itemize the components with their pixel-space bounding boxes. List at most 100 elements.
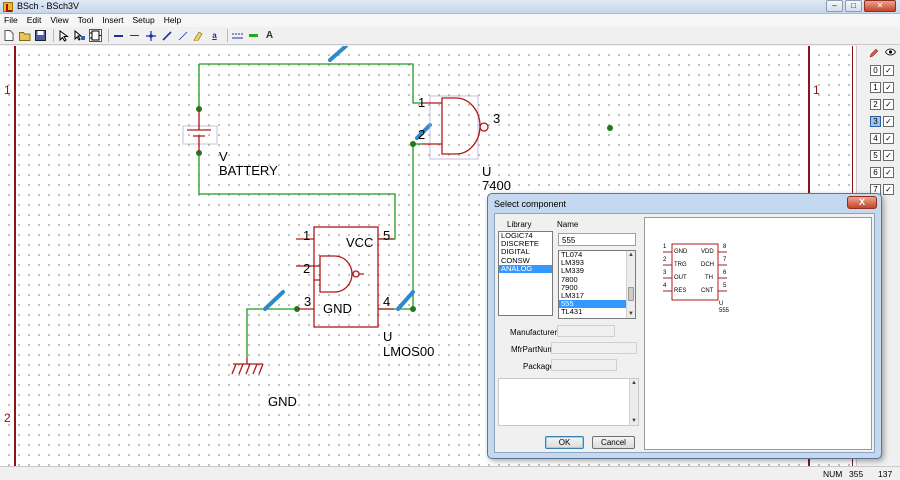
library-item[interactable]: CONSW bbox=[501, 255, 530, 265]
maximize-button[interactable]: □ bbox=[845, 0, 862, 12]
ok-button[interactable]: OK bbox=[545, 436, 584, 449]
preview-pin-name: VDD bbox=[701, 249, 714, 255]
library-item[interactable]: DISCRETE bbox=[501, 239, 539, 249]
layer-select-button[interactable]: 5 bbox=[870, 150, 881, 161]
vcc-pin-label: VCC bbox=[346, 235, 374, 250]
layer-row-3[interactable]: 3 ✓ bbox=[870, 116, 894, 128]
library-item-selected[interactable]: ANALOG bbox=[499, 264, 552, 274]
component-item[interactable]: LM339 bbox=[561, 266, 584, 276]
layer-row-0[interactable]: 0 ✓ bbox=[870, 65, 894, 77]
component-item[interactable]: LM393 bbox=[561, 258, 584, 268]
component-list-scrollbar[interactable]: ▲ ▼ bbox=[626, 251, 635, 318]
status-cursor-x: 355 bbox=[849, 469, 864, 479]
mfrpartnum-field bbox=[551, 342, 637, 354]
minimize-button[interactable]: – bbox=[826, 0, 843, 12]
menu-tool[interactable]: Tool bbox=[77, 15, 94, 25]
preview-name: 555 bbox=[719, 308, 730, 314]
component-item[interactable]: LM317 bbox=[561, 291, 584, 301]
layer-visible-checkbox[interactable]: ✓ bbox=[883, 184, 894, 195]
layer-visible-checkbox[interactable]: ✓ bbox=[883, 116, 894, 127]
scroll-up-icon[interactable]: ▲ bbox=[628, 252, 634, 258]
menu-file[interactable]: File bbox=[4, 15, 18, 25]
select-arrow-icon[interactable] bbox=[57, 29, 70, 42]
close-window-button[interactable]: ✕ bbox=[864, 0, 896, 12]
library-item[interactable]: DIGITAL bbox=[501, 247, 530, 257]
scroll-thumb[interactable] bbox=[628, 287, 634, 301]
layer-visible-checkbox[interactable]: ✓ bbox=[883, 133, 894, 144]
layer-visible-checkbox[interactable]: ✓ bbox=[883, 99, 894, 110]
component-item[interactable]: 7800 bbox=[561, 274, 578, 284]
package-field bbox=[551, 359, 617, 371]
library-item[interactable]: LOGIC74 bbox=[501, 231, 533, 240]
u1-pin-3: 3 bbox=[493, 111, 501, 126]
menu-view[interactable]: View bbox=[50, 15, 69, 25]
menu-insert[interactable]: Insert bbox=[102, 15, 124, 25]
nand-gate-7400 bbox=[422, 95, 489, 160]
component-tool-icon[interactable] bbox=[89, 29, 102, 42]
bus-entry-gnd bbox=[263, 290, 285, 311]
new-file-icon[interactable] bbox=[2, 29, 15, 42]
scroll-down-icon[interactable]: ▼ bbox=[631, 418, 637, 424]
layer-row-6[interactable]: 6 ✓ bbox=[870, 167, 894, 179]
green-line-tool-icon[interactable] bbox=[247, 29, 260, 42]
drag-tool-icon[interactable] bbox=[73, 29, 86, 42]
component-item[interactable]: 7900 bbox=[561, 282, 578, 292]
u1-ref: U bbox=[482, 164, 492, 179]
menu-edit[interactable]: Edit bbox=[26, 15, 42, 25]
bus-entry-tool-icon[interactable] bbox=[160, 29, 173, 42]
zone-marker-1-right: 1 bbox=[813, 83, 820, 97]
component-list[interactable]: TL074 LM393 LM339 7800 7900 LM317 555 TL… bbox=[558, 250, 636, 319]
open-folder-icon[interactable] bbox=[18, 29, 31, 42]
layer-row-4[interactable]: 4 ✓ bbox=[870, 133, 894, 145]
dialog-close-button[interactable]: X bbox=[847, 196, 877, 209]
scroll-down-icon[interactable]: ▼ bbox=[628, 311, 634, 317]
layer-row-1[interactable]: 1 ✓ bbox=[870, 82, 894, 94]
menu-help[interactable]: Help bbox=[163, 15, 182, 25]
layer-select-button[interactable]: 4 bbox=[870, 133, 881, 144]
layer-select-button[interactable]: 0 bbox=[870, 65, 881, 76]
layer-visible-checkbox[interactable]: ✓ bbox=[883, 82, 894, 93]
junction-dot bbox=[607, 125, 613, 131]
library-label: Library bbox=[507, 220, 532, 229]
wire-tool-icon[interactable] bbox=[112, 29, 125, 42]
package-label: Package bbox=[523, 362, 555, 371]
component-item[interactable]: TL431 bbox=[561, 307, 583, 317]
schematic-drawing bbox=[182, 46, 613, 375]
text-tool-icon[interactable]: a bbox=[212, 31, 217, 40]
layer-select-button[interactable]: 3 bbox=[870, 116, 881, 127]
save-icon[interactable] bbox=[34, 29, 47, 42]
junction-tool-icon[interactable] bbox=[144, 29, 157, 42]
diagonal-line-tool-icon[interactable] bbox=[176, 29, 189, 42]
scroll-up-icon[interactable]: ▲ bbox=[631, 380, 637, 386]
note-area-scrollbar[interactable]: ▲ ▼ bbox=[629, 379, 638, 425]
layer-visible-checkbox[interactable]: ✓ bbox=[883, 167, 894, 178]
window-title-bar: BSch - BSch3V – □ ✕ bbox=[0, 0, 900, 14]
preview-pin-name: GND bbox=[674, 249, 688, 255]
component-item[interactable]: TL074 bbox=[561, 250, 583, 259]
cancel-button[interactable]: Cancel bbox=[592, 436, 635, 449]
u2-name: LMOS00 bbox=[383, 344, 435, 359]
app-icon bbox=[3, 2, 13, 12]
menu-bar: File Edit View Tool Insert Setup Help bbox=[0, 14, 900, 27]
layer-visible-checkbox[interactable]: ✓ bbox=[883, 150, 894, 161]
preview-pin-num: 5 bbox=[723, 283, 727, 289]
preview-pin-name: OUT bbox=[674, 275, 687, 281]
layer-select-button[interactable]: 6 bbox=[870, 167, 881, 178]
library-list[interactable]: LOGIC74 DISCRETE DIGITAL CONSW ANALOG bbox=[498, 231, 553, 316]
component-item-selected[interactable]: 555 bbox=[559, 300, 635, 309]
dialog-title: Select component bbox=[494, 199, 567, 209]
label-tool-icon[interactable] bbox=[192, 29, 205, 42]
junction-dot bbox=[410, 306, 416, 312]
layer-select-button[interactable]: 2 bbox=[870, 99, 881, 110]
u2-pin-3: 3 bbox=[304, 294, 312, 309]
layer-visible-checkbox[interactable]: ✓ bbox=[883, 65, 894, 76]
component-name-input[interactable]: 555 bbox=[558, 233, 636, 246]
dashed-line-tool-icon[interactable] bbox=[231, 29, 244, 42]
visibility-eye-icon bbox=[885, 48, 896, 59]
bus-tool-icon[interactable] bbox=[128, 29, 141, 42]
layer-row-5[interactable]: 5 ✓ bbox=[870, 150, 894, 162]
layer-select-button[interactable]: 1 bbox=[870, 82, 881, 93]
font-tool-icon[interactable]: A bbox=[265, 30, 274, 41]
layer-row-2[interactable]: 2 ✓ bbox=[870, 99, 894, 111]
menu-setup[interactable]: Setup bbox=[132, 15, 155, 25]
